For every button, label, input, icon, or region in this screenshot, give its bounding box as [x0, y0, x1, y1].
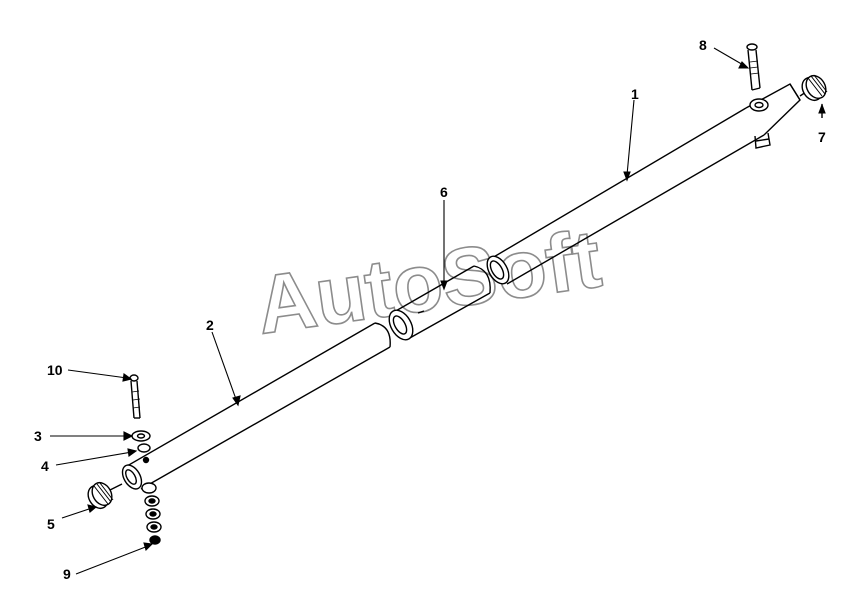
callout-8: 8	[699, 37, 707, 53]
part-1-right-tube	[486, 83, 801, 285]
leader-1	[626, 99, 635, 176]
callout-1: 1	[631, 86, 639, 102]
watermark-text: AutoSoft	[251, 213, 606, 351]
leader-9	[75, 545, 149, 575]
leader-10	[67, 369, 128, 379]
part-2-left-tube	[121, 322, 391, 490]
leader-4	[55, 451, 133, 466]
part-7-end-cap	[799, 74, 828, 118]
callout-2: 2	[206, 317, 214, 333]
leader-5	[61, 507, 93, 519]
leader-2	[211, 331, 238, 403]
callout-10: 10	[47, 362, 63, 378]
callout-6: 6	[440, 184, 448, 200]
leader-8	[713, 47, 746, 67]
callout-4: 4	[41, 458, 49, 474]
part-3-washer	[131, 430, 151, 442]
callout-3: 3	[34, 428, 42, 444]
part-5-end-cap	[87, 481, 123, 510]
part-6-sleeve	[388, 265, 491, 341]
callout-9: 9	[63, 566, 71, 582]
leader-lines	[50, 47, 826, 575]
part-4-lockwasher	[137, 443, 151, 464]
part-9-nut-stack	[141, 482, 162, 545]
watermark: AutoSoft	[250, 213, 607, 353]
callout-5: 5	[47, 516, 55, 532]
part-8-bolt	[746, 43, 761, 91]
callout-7: 7	[818, 129, 826, 145]
part-10-bolt	[129, 374, 141, 419]
